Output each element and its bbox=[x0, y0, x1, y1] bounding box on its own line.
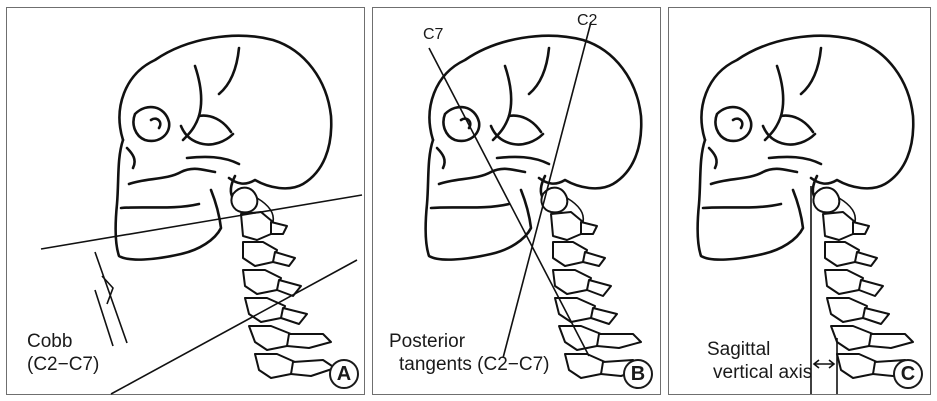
panel-c: Sagittal vertical axis C bbox=[668, 7, 931, 395]
caption-line1-a: Cobb bbox=[27, 331, 72, 353]
caption-line2-a: (C2−C7) bbox=[27, 354, 99, 376]
panel-b: C2 C7 Posterior tangents (C2−C7) B bbox=[372, 7, 661, 395]
caption-line1-c: Sagittal bbox=[707, 339, 770, 361]
panel-a: Cobb (C2−C7) A bbox=[6, 7, 365, 395]
caption-line2-b: tangents (C2−C7) bbox=[399, 354, 550, 376]
c2-endplate-line bbox=[41, 195, 362, 249]
caption-line1-b: Posterior bbox=[389, 331, 465, 353]
perpendicular-c7 bbox=[95, 290, 113, 346]
caption-line2-c: vertical axis bbox=[713, 362, 812, 384]
vertebra-label-c7: C7 bbox=[423, 24, 443, 46]
perpendicular-c2 bbox=[95, 252, 127, 343]
panel-label-b: B bbox=[623, 359, 653, 389]
vertebra-label-c2: C2 bbox=[577, 10, 597, 32]
skull-spine-illustration-c bbox=[669, 8, 932, 396]
panel-label-a: A bbox=[329, 359, 359, 389]
panel-label-c: C bbox=[893, 359, 923, 389]
